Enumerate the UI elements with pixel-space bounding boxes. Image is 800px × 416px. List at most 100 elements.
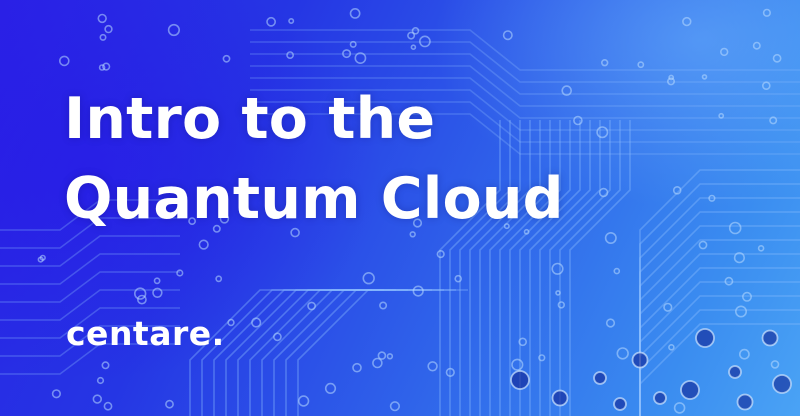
circuit-trace [249,289,420,416]
circuit-pad [362,272,375,285]
circuit-pad [412,218,423,228]
circuit-pad [598,187,609,198]
circuit-pad [219,214,230,224]
circuit-pad [212,224,221,233]
circuit-trace [273,289,444,416]
circuit-trace [250,101,800,143]
circuit-trace [225,289,396,416]
circuit-pad [377,351,387,360]
circuit-pad [222,54,231,63]
circuit-pad [502,30,513,41]
circuit-trace [250,29,800,71]
circuit-pad [761,81,771,90]
circuit-trace [529,120,591,416]
circuit-trace [509,120,571,416]
circuit-trace [639,169,800,416]
circuit-trace [285,289,456,416]
centare-logo: centare. [66,314,225,353]
circuit-pad [349,40,357,48]
circuit-pad [418,35,431,48]
circuit-pad [523,228,530,235]
circuit-pad [102,62,111,71]
headline-title: Intro to the Quantum Cloud [64,80,564,240]
circuit-trace [201,289,372,416]
circuit-pad [290,227,300,238]
circuit-trace [449,120,511,416]
circuit-trace [639,323,800,416]
circuit-trace [479,120,541,416]
circuit-pad [101,361,110,370]
circuit-trace [0,307,180,339]
circuit-pad [518,337,528,347]
circuit-trace [549,120,611,416]
circuit-trace [639,267,800,416]
circuit-pad [503,223,510,230]
circuit-pad [92,394,103,404]
circuit-pad [96,376,105,385]
circuit-pad [198,239,209,250]
circuit-pad [538,354,546,362]
circuit-pad [752,41,761,50]
circuit-trace [237,289,408,416]
circuit-pad [386,353,394,360]
circuit-trace [639,225,800,416]
circuit-trace [639,281,800,416]
circuit-trace [0,325,180,357]
circuit-trace [0,343,180,375]
circuit-pad [272,332,282,342]
circuit-via [613,397,627,411]
circuit-trace [499,120,561,416]
circuit-pad [719,47,729,57]
circuit-pad [511,358,524,371]
circuit-pad [741,291,752,302]
circuit-pad [668,343,675,351]
circuit-pad [757,245,765,252]
circuit-pad [728,221,742,235]
circuit-pad [734,305,747,318]
circuit-pad [134,287,147,300]
circuit-via [736,393,754,411]
circuit-pad [409,231,416,238]
circuit-pad [772,53,782,63]
circuit-via [593,371,607,385]
circuit-pad [266,16,276,27]
circuit-trace [0,217,180,249]
circuit-pad [739,348,750,360]
circuit-trace [639,211,800,416]
circuit-pad [733,252,746,264]
circuit-trace [519,120,581,416]
circuit-pad [427,361,438,372]
circuit-pad [407,31,416,40]
circuit-pad [557,301,565,309]
circuit-pad [98,64,106,71]
brand-name: centare [66,314,212,353]
circuit-pad [436,250,445,259]
logo-accent-dot: . [211,314,225,353]
circuit-via [761,329,779,347]
circuit-trace [0,253,180,285]
circuit-trace [250,77,800,119]
circuit-via [772,374,792,394]
circuit-pad [573,115,583,126]
circuit-trace [0,235,180,267]
circuit-pad [445,367,455,378]
circuit-pad [604,232,617,245]
circuit-pad [227,318,235,327]
circuit-pad [412,285,424,297]
circuit-via [653,391,667,405]
circuit-trace [439,120,501,416]
circuit-pad [167,23,180,37]
circuit-pad [251,317,262,328]
circuit-pad [666,77,675,86]
circuit-pad [698,240,708,250]
circuit-trace [261,289,432,416]
circuit-trace [469,120,531,416]
circuit-trace [459,120,521,416]
circuit-pad [136,294,147,305]
circuit-trace [297,289,468,416]
circuit-pad [561,85,573,96]
circuit-pad [103,401,113,411]
circuit-pad [165,399,174,409]
